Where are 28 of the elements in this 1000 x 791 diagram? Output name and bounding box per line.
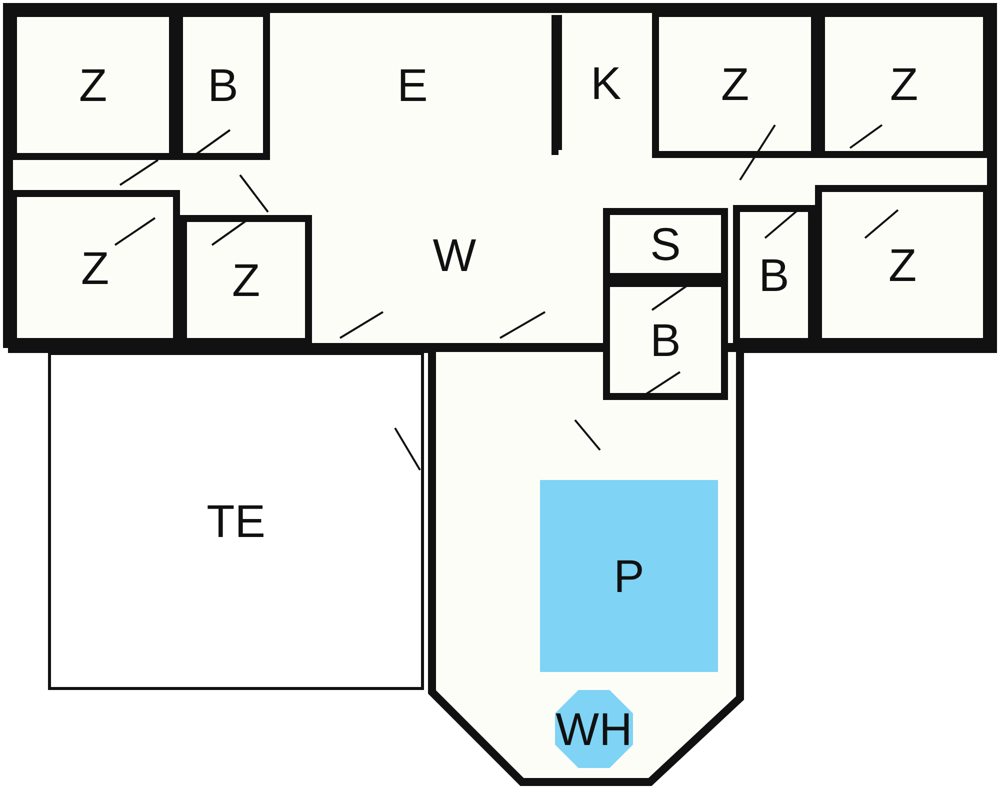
room-label: E [397, 58, 428, 112]
pool [540, 480, 718, 672]
room-label: TE [206, 494, 266, 548]
room-label: B [758, 248, 790, 302]
room-label: P [614, 549, 644, 603]
room-label: Z [890, 57, 918, 111]
room-label: B [650, 313, 681, 367]
room [10, 190, 180, 345]
room-label: Z [78, 58, 108, 112]
terrace-area [48, 352, 424, 690]
room-label: WH [556, 702, 632, 756]
room [603, 280, 728, 400]
room-label: S [650, 217, 681, 271]
room [818, 10, 990, 158]
room [180, 215, 312, 345]
room [10, 10, 176, 160]
room [176, 10, 270, 160]
room [603, 208, 728, 280]
room-label: B [208, 58, 238, 112]
room-label: K [590, 56, 622, 110]
room [733, 205, 815, 345]
room [815, 185, 990, 345]
room-label: W [432, 228, 476, 282]
room-label: Z [720, 57, 750, 111]
room [652, 10, 818, 158]
room-label: Z [80, 240, 110, 294]
room-label: Z [888, 238, 917, 292]
room-label: Z [232, 253, 260, 307]
